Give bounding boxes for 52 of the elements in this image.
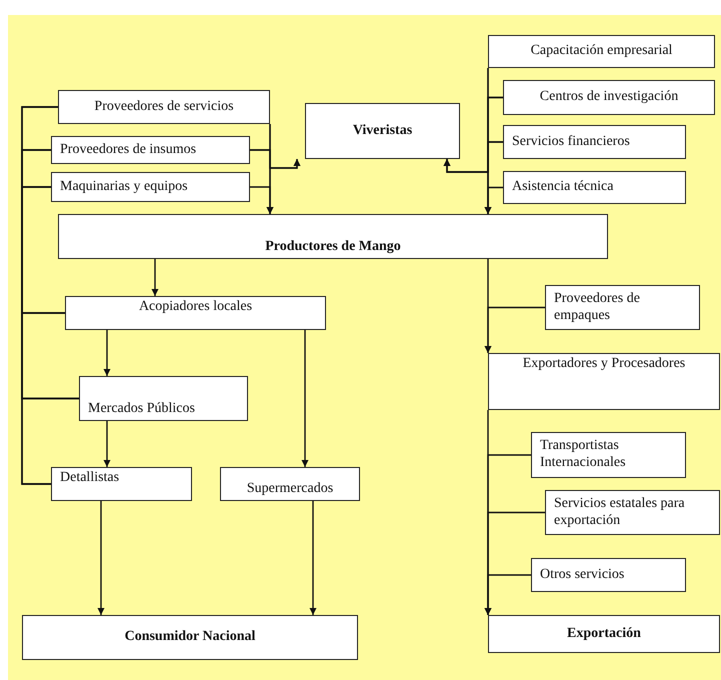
box-label: Exportación <box>567 626 641 642</box>
box-label: Servicios financieros <box>512 134 630 150</box>
process-box <box>65 296 326 330</box>
arrow <box>484 306 545 353</box>
arrow <box>98 501 104 615</box>
arrow <box>104 421 110 467</box>
box-label: Supermercados <box>246 481 334 498</box>
process-box <box>58 90 270 124</box>
arrow <box>302 330 308 467</box>
arrow <box>310 501 316 615</box>
box-label: Otros servicios <box>540 566 624 584</box>
box-label: Capacitación empresarial <box>530 43 672 60</box>
process-box <box>58 214 608 259</box>
box-label: Exportadores y Procesadores <box>522 356 686 373</box>
process-box <box>503 125 686 159</box>
process-box <box>545 285 700 330</box>
process-box <box>531 558 686 592</box>
box-label: Proveedores de servicios <box>94 98 234 116</box>
process-box <box>488 35 715 68</box>
arrow <box>104 330 110 376</box>
arrow <box>250 149 300 169</box>
arrow <box>444 141 503 173</box>
box-label: Detallistas <box>60 470 120 487</box>
box-label: Proveedores de empaques <box>554 290 641 324</box>
box-label: Centros de investigación <box>540 89 678 106</box>
process-box <box>545 490 720 535</box>
box-label: Productores de Mango <box>265 239 401 256</box>
process-box <box>305 103 460 159</box>
box-label: Acopiadores locales <box>138 299 252 316</box>
box-label: Servicios estatales para exportación <box>554 496 686 530</box>
process-box <box>51 467 192 501</box>
process-box <box>503 80 715 115</box>
process-box <box>220 467 360 501</box>
process-box <box>22 615 358 660</box>
box-label: Asistencia técnica <box>512 179 614 196</box>
process-box <box>79 376 248 421</box>
arrow <box>484 574 531 615</box>
arrow <box>250 186 274 214</box>
process-box <box>488 353 720 410</box>
arrow <box>484 186 503 214</box>
process-box <box>503 171 686 204</box>
box-label: Viveristas <box>352 122 412 140</box>
box-label: Mercados Públicos <box>88 401 195 418</box>
box-label: Consumidor Nacional <box>124 629 256 646</box>
process-box <box>51 136 250 164</box>
process-box <box>531 432 686 478</box>
arrow <box>152 259 158 296</box>
box-label: Transportistas Internacionales <box>540 438 627 472</box>
box-label: Proveedores de insumos <box>60 142 196 158</box>
box-label: Maquinarias y equipos <box>60 178 188 196</box>
process-box <box>51 172 250 202</box>
process-box <box>488 615 720 653</box>
